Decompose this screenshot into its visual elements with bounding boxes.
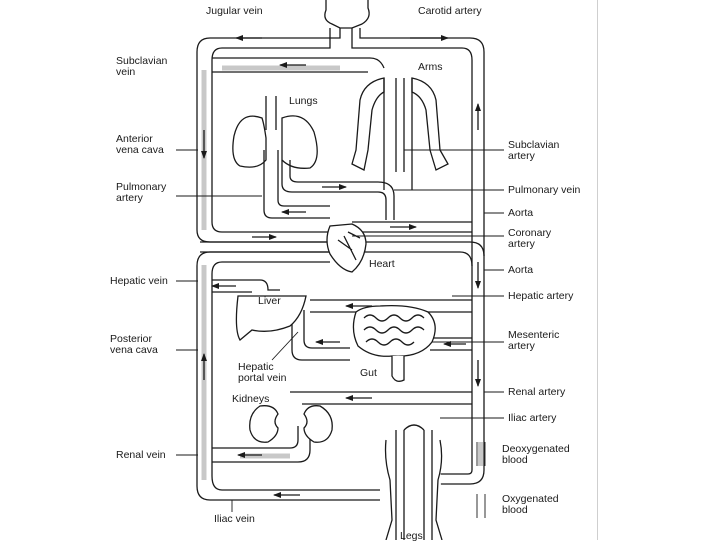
posterior-vena-cava-outer xyxy=(196,251,380,501)
arms-drawing xyxy=(351,77,449,190)
renal-artery xyxy=(290,391,472,405)
left-kidney xyxy=(249,405,279,443)
lower-loop xyxy=(200,241,485,267)
label-pulmonary-vein: Pulmonary vein xyxy=(508,184,581,196)
label-hepatic-vein: Hepatic vein xyxy=(110,275,168,287)
aorta xyxy=(352,221,472,233)
right-lung xyxy=(281,115,318,169)
legs-drawing xyxy=(384,424,443,540)
legend-symbols xyxy=(476,442,486,518)
label-hepatic-artery: Hepatic artery xyxy=(508,290,574,302)
anterior-vena-cava-inner xyxy=(211,28,331,233)
anterior-vena-cava-outer xyxy=(196,28,341,243)
arterial-system xyxy=(200,28,485,485)
label-iliac-artery: Iliac artery xyxy=(508,412,557,424)
kidneys-drawing xyxy=(249,405,333,443)
label-renal-artery: Renal artery xyxy=(508,386,566,398)
flow-arrows xyxy=(201,35,481,498)
label-aorta-upper: Aorta xyxy=(508,207,534,219)
lungs-drawing xyxy=(232,96,395,220)
label-gut: Gut xyxy=(360,367,377,379)
hepatic-portal-vein xyxy=(291,310,350,361)
label-lungs: Lungs xyxy=(289,95,318,107)
label-liver: Liver xyxy=(258,295,281,307)
posterior-vena-cava-inner xyxy=(211,261,380,491)
hepatic-vein xyxy=(212,279,280,293)
right-kidney xyxy=(303,405,333,443)
carotid-artery-inner xyxy=(351,28,473,475)
label-kidneys: Kidneys xyxy=(232,393,270,405)
leader-lines xyxy=(176,149,504,512)
page-edge xyxy=(597,0,598,540)
subclavian-vein xyxy=(212,57,385,73)
label-renal-vein: Renal vein xyxy=(116,449,166,461)
label-iliac-vein: Iliac vein xyxy=(214,513,255,525)
label-legs: Legs xyxy=(400,530,423,542)
heart-drawing xyxy=(326,223,367,273)
label-aorta-lower: Aorta xyxy=(508,264,534,276)
renal-vein xyxy=(212,426,311,463)
mesenteric-artery xyxy=(430,337,472,351)
label-heart: Heart xyxy=(369,258,395,270)
label-jugular-vein: Jugular vein xyxy=(206,5,263,17)
carotid-artery-outer xyxy=(359,28,485,485)
label-carotid-artery: Carotid artery xyxy=(418,5,482,17)
head-outline xyxy=(324,0,370,29)
liver-outline xyxy=(235,295,307,341)
left-lung xyxy=(232,115,267,168)
label-arms: Arms xyxy=(418,61,443,73)
legend-deoxygenated-swatch xyxy=(478,442,483,466)
